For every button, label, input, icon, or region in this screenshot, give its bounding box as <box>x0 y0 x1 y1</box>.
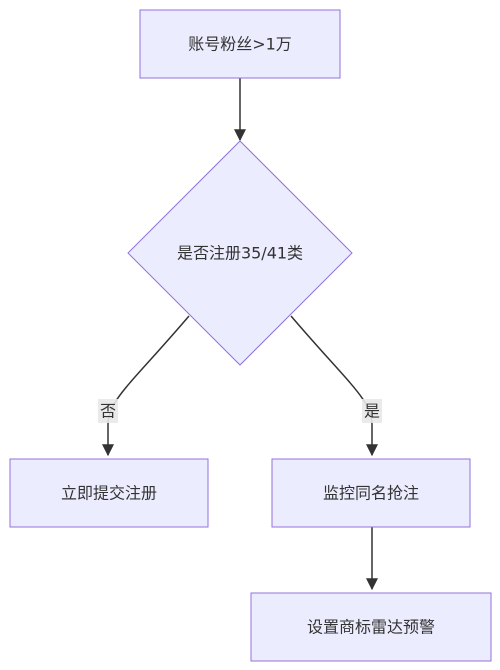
edge-label-yes-text: 是 <box>364 402 380 421</box>
node-register-label: 立即提交注册 <box>61 484 157 503</box>
node-monitor[interactable]: 监控同名抢注 <box>271 458 471 528</box>
node-decision[interactable]: 是否注册35/41类 <box>127 140 353 366</box>
edge-decision-to-monitor <box>290 315 378 457</box>
edge-label-yes: 是 <box>362 399 382 423</box>
node-register[interactable]: 立即提交注册 <box>9 458 209 528</box>
node-decision-label: 是否注册35/41类 <box>177 244 303 263</box>
edge-label-no-text: 否 <box>100 402 116 421</box>
node-start[interactable]: 账号粉丝>1万 <box>139 9 341 79</box>
edge-label-no: 否 <box>98 399 118 423</box>
node-alert-label: 设置商标雷达预警 <box>307 618 435 637</box>
edge-decision-to-register <box>102 315 190 457</box>
node-start-label: 账号粉丝>1万 <box>188 35 292 54</box>
node-alert[interactable]: 设置商标雷达预警 <box>250 592 492 662</box>
node-monitor-label: 监控同名抢注 <box>323 484 419 503</box>
